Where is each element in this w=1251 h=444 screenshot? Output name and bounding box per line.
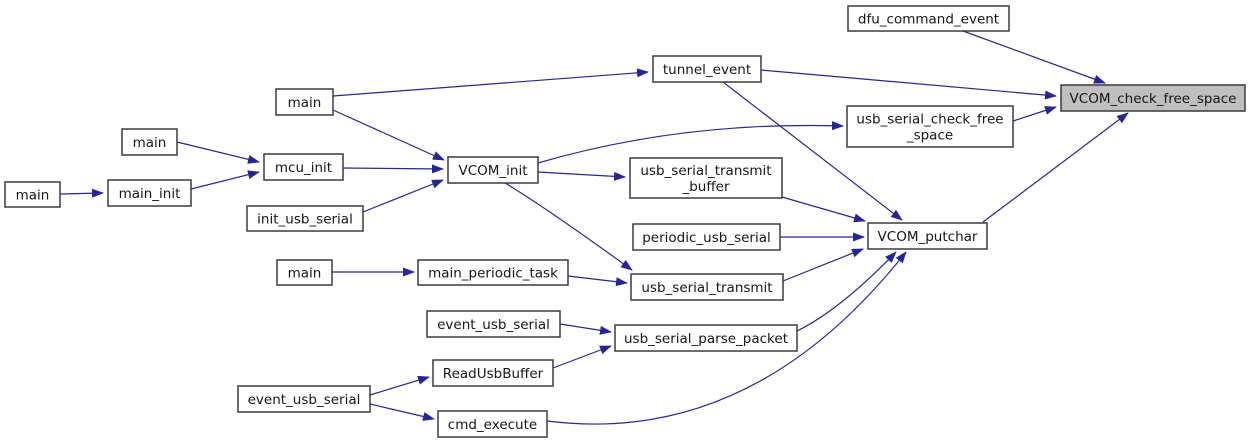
node-usb_serial_transmit_buffer[interactable]: usb_serial_transmit_buffer [629,157,783,199]
node-label-event_usb_serial_b: event_usb_serial [248,392,361,408]
node-main_a[interactable]: main [275,88,334,116]
node-box-periodic_usb_serial[interactable] [632,223,781,251]
edge-main_b-to-mcu_init [176,141,260,164]
node-usb_serial_check_free_space[interactable]: usb_serial_check_free_space [846,105,1014,148]
node-label-main_a: main [288,95,322,111]
edge-tunnel_event-to-VCOM_check_free_space [760,69,1057,100]
node-label-main_d: main [288,266,322,282]
node-label-main_c: main [16,188,50,204]
node-usb_serial_transmit[interactable]: usb_serial_transmit [630,273,784,301]
node-init_usb_serial[interactable]: init_usb_serial [246,205,364,232]
node-label-VCOM_init: VCOM_init [458,163,527,179]
node-label-main_periodic_task: main_periodic_task [428,266,558,282]
node-box-usb_serial_parse_packet[interactable] [614,324,798,352]
node-box-main_init[interactable] [107,179,192,207]
edge-usb_serial_check_free_space-to-VCOM_check_free_space [1012,106,1057,122]
node-box-VCOM_check_free_space [1060,84,1246,112]
node-VCOM_check_free_space: VCOM_check_free_space [1060,84,1246,112]
node-main_c[interactable]: main [4,181,61,208]
node-label-main_init: main_init [119,186,181,202]
edge-VCOM_init-to-usb_serial_transmit_buffer [537,171,626,181]
node-box-cmd_execute[interactable] [437,410,548,438]
node-box-mcu_init[interactable] [263,153,344,181]
node-label-main_b: main [133,135,167,151]
node-box-usb_serial_transmit_buffer[interactable] [629,157,783,199]
edge-init_usb_serial-to-VCOM_init [362,179,444,213]
node-box-main_b[interactable] [121,128,178,156]
node-box-VCOM_putchar[interactable] [867,222,988,250]
edge-dfu_command_event-to-VCOM_check_free_space [962,30,1106,84]
edge-usb_serial_transmit_buffer-to-VCOM_putchar [781,196,866,223]
node-label-init_usb_serial: init_usb_serial [257,212,353,228]
node-cmd_execute[interactable]: cmd_execute [437,410,548,438]
edge-tunnel_event-to-VCOM_putchar [722,81,903,221]
edge-main_a-to-tunnel_event [332,68,649,97]
edge-main_periodic_task-to-usb_serial_transmit [567,275,628,287]
node-VCOM_init[interactable]: VCOM_init [447,156,539,184]
node-label-VCOM_putchar: VCOM_putchar [878,229,978,245]
node-periodic_usb_serial[interactable]: periodic_usb_serial [632,223,781,251]
node-label-cmd_execute: cmd_execute [448,417,537,433]
node-event_usb_serial_b[interactable]: event_usb_serial [237,385,371,413]
node-box-ReadUsbBuffer[interactable] [432,359,554,387]
edge-usb_serial_transmit-to-VCOM_putchar [782,248,864,282]
node-box-main_d[interactable] [276,259,333,286]
node-box-event_usb_serial_b[interactable] [237,385,371,413]
edge-event_usb_serial_a-to-usb_serial_parse_packet [559,323,612,335]
edge-mcu_init-to-VCOM_init [342,164,444,174]
node-main_init[interactable]: main_init [107,179,192,207]
edge-main_c-to-main_init [59,188,104,198]
node-VCOM_putchar[interactable]: VCOM_putchar [867,222,988,250]
node-main_periodic_task[interactable]: main_periodic_task [417,259,569,286]
node-box-usb_serial_transmit[interactable] [630,273,784,301]
node-box-main_c[interactable] [4,181,61,208]
node-usb_serial_parse_packet[interactable]: usb_serial_parse_packet [614,324,798,352]
node-box-dfu_command_event[interactable] [847,5,1010,32]
node-event_usb_serial_a[interactable]: event_usb_serial [426,310,561,338]
node-box-event_usb_serial_a[interactable] [426,310,561,338]
edge-cmd_execute-to-VCOM_putchar [546,251,907,425]
node-label-usb_serial_transmit_buffer: usb_serial_transmit_buffer [640,163,771,195]
node-main_b[interactable]: main [121,128,178,156]
edge-main_init-to-mcu_init [190,170,260,190]
edge-VCOM_init-to-usb_serial_transmit [504,182,633,271]
node-label-tunnel_event: tunnel_event [663,62,751,78]
edge-main_a-to-VCOM_init [332,109,445,161]
node-label-periodic_usb_serial: periodic_usb_serial [642,230,771,246]
node-box-main_periodic_task[interactable] [417,259,569,286]
node-box-VCOM_init[interactable] [447,156,539,184]
node-label-event_usb_serial_a: event_usb_serial [437,317,550,333]
edge-usb_serial_parse_packet-to-VCOM_putchar [796,251,897,332]
node-label-usb_serial_parse_packet: usb_serial_parse_packet [624,331,788,347]
node-mcu_init[interactable]: mcu_init [263,153,344,181]
node-dfu_command_event[interactable]: dfu_command_event [847,5,1010,32]
node-box-init_usb_serial[interactable] [246,205,364,232]
node-label-usb_serial_transmit: usb_serial_transmit [641,280,772,296]
edge-event_usb_serial_b-to-ReadUsbBuffer [369,375,430,396]
node-label-dfu_command_event: dfu_command_event [858,12,999,28]
node-label-usb_serial_check_free_space: usb_serial_check_free_space [856,112,1003,144]
edge-VCOM_init-to-usb_serial_check_free_space [537,121,844,164]
node-ReadUsbBuffer[interactable]: ReadUsbBuffer [432,359,554,387]
edge-ReadUsbBuffer-to-usb_serial_parse_packet [552,345,612,369]
edges-layer [59,30,1129,425]
node-label-VCOM_check_free_space: VCOM_check_free_space [1070,91,1237,107]
node-main_d[interactable]: main [276,259,333,286]
node-label-mcu_init: mcu_init [275,160,332,176]
node-box-tunnel_event[interactable] [652,55,762,83]
node-box-main_a[interactable] [275,88,334,116]
node-label-ReadUsbBuffer: ReadUsbBuffer [443,366,544,382]
node-tunnel_event[interactable]: tunnel_event [652,55,762,83]
edge-event_usb_serial_b-to-cmd_execute [369,403,435,421]
edge-VCOM_putchar-to-VCOM_check_free_space [982,112,1129,223]
node-box-usb_serial_check_free_space[interactable] [846,105,1014,148]
